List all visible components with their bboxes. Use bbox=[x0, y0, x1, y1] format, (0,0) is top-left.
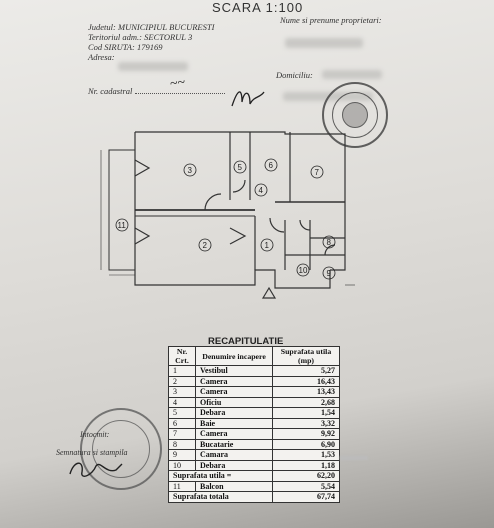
teritoriul-field: Teritoriul adm.: SECTORUL 3 bbox=[88, 32, 192, 42]
room-label-11: 11 bbox=[118, 221, 127, 230]
recap-header-row: Nr. Crt. Denumire incapere Suprafata uti… bbox=[168, 346, 340, 366]
owner-field: Nume si prenume proprietari: bbox=[280, 15, 382, 25]
room-label-8: 8 bbox=[327, 238, 332, 247]
nr-cadastral-label: Nr. cadastral bbox=[88, 86, 133, 96]
room-label-2: 2 bbox=[203, 241, 208, 250]
room-label-1: 1 bbox=[265, 241, 270, 250]
nr-cadastral-field: Nr. cadastral bbox=[88, 86, 225, 96]
owner-label: Nume si prenume proprietari: bbox=[280, 15, 382, 25]
teritoriul-label: Teritoriul adm.: bbox=[88, 32, 143, 42]
room-label-5: 5 bbox=[238, 163, 243, 172]
domiciliu-label: Domiciliu: bbox=[276, 70, 313, 80]
room-label-4: 4 bbox=[259, 186, 264, 195]
recap-table: Nr. Crt. Denumire incapere Suprafata uti… bbox=[168, 346, 340, 503]
judetul-field: Judetul: MUNICIPIUL BUCURESTI bbox=[88, 22, 214, 32]
recap-title: RECAPITULATIE bbox=[208, 336, 284, 347]
room-label-10: 10 bbox=[299, 266, 308, 275]
faint-mark bbox=[340, 456, 368, 460]
header-nr: Nr. Crt. bbox=[168, 346, 196, 366]
room-label-6: 6 bbox=[269, 161, 274, 170]
handwritten-number: ~~ bbox=[168, 75, 187, 92]
redacted-domicile bbox=[322, 70, 382, 79]
cod-siruta-field: Cod SIRUTA: 179169 bbox=[88, 42, 162, 52]
semnatura-label: Semnatura si stampila bbox=[56, 448, 128, 457]
adresa-field: Adresa: bbox=[88, 52, 115, 62]
adresa-label: Adresa: bbox=[88, 52, 115, 62]
balcon-row: 11 Balcon 5,54 bbox=[168, 480, 340, 492]
floor-plan-drawing: 3 2 5 6 4 7 1 8 9 10 11 bbox=[100, 131, 355, 299]
floor-plan: 3 2 5 6 4 7 1 8 9 10 11 bbox=[95, 120, 385, 310]
room-label-9: 9 bbox=[327, 269, 332, 278]
official-stamp-top bbox=[322, 82, 388, 148]
header-area: Suprafata utila (mp) bbox=[272, 346, 340, 366]
intocmit-label: Intocmit: bbox=[80, 430, 110, 439]
domiciliu-field: Domiciliu: bbox=[276, 70, 313, 80]
suprafata-totala-row: Suprafata totala 67,74 bbox=[168, 491, 340, 503]
bottom-signature bbox=[69, 462, 123, 477]
judetul-value: MUNICIPIUL BUCURESTI bbox=[117, 22, 215, 32]
top-signature bbox=[231, 91, 265, 107]
room-label-7: 7 bbox=[315, 168, 320, 177]
cod-siruta-label: Cod SIRUTA: bbox=[88, 42, 135, 52]
header-name: Denumire incapere bbox=[195, 346, 273, 366]
official-stamp-bottom bbox=[80, 408, 162, 490]
judetul-label: Judetul: bbox=[88, 22, 116, 32]
nr-cadastral-dots bbox=[134, 93, 225, 94]
cod-siruta-value: 179169 bbox=[136, 42, 163, 52]
redacted-owner bbox=[285, 38, 363, 48]
teritoriul-value: SECTORUL 3 bbox=[144, 32, 193, 42]
room-label-3: 3 bbox=[188, 166, 193, 175]
redacted-address bbox=[118, 62, 188, 71]
suprafata-utila-row: Suprafata utila = 62,20 bbox=[168, 470, 340, 482]
scale-title: SCARA 1:100 bbox=[212, 0, 304, 15]
